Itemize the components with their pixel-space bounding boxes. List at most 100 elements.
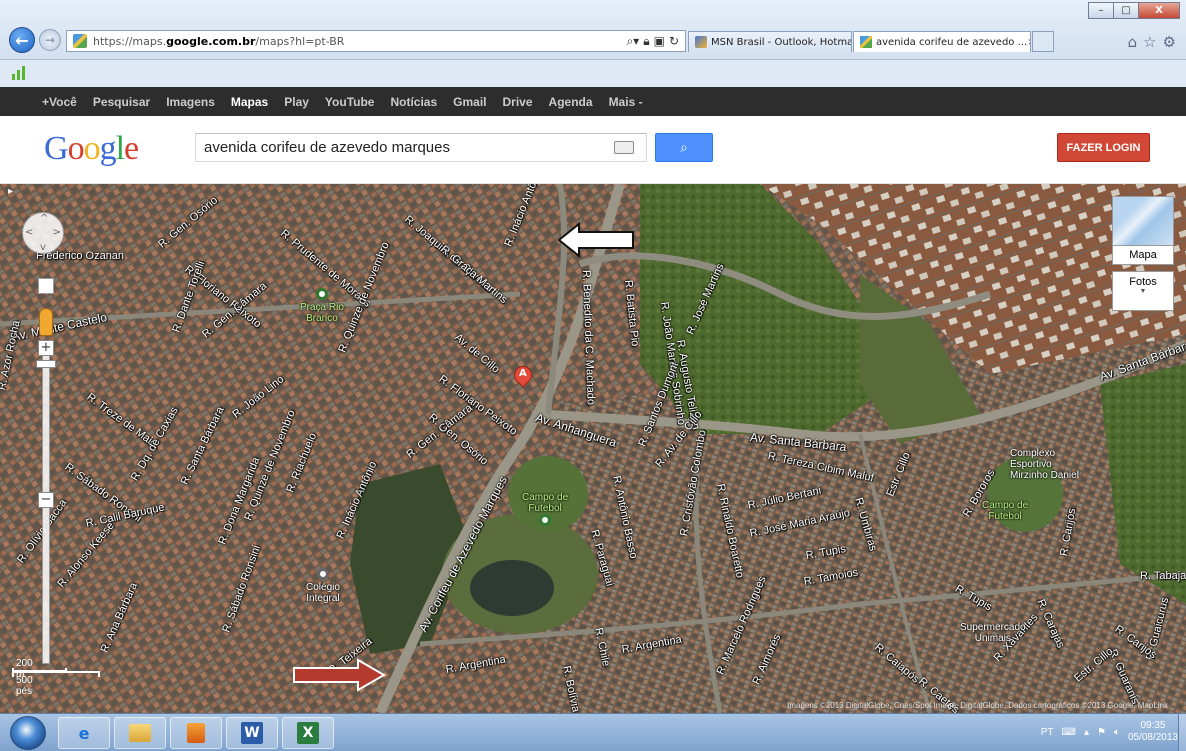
gbar-search[interactable]: Pesquisar xyxy=(92,94,151,109)
action-center-flag-icon[interactable]: ⚑ xyxy=(1096,726,1106,738)
map-copyright: Imagens ©2013 DigitalGlobe, Cnes/Spot Im… xyxy=(787,701,1168,710)
gbar-news[interactable]: Notícias xyxy=(390,94,438,109)
window-controls: – □ X xyxy=(1088,2,1180,19)
poi-supermercado-unimais[interactable]: Supermercado Unimais xyxy=(960,622,1026,644)
gbar-drive[interactable]: Drive xyxy=(502,94,533,109)
poi-label: Campo de Futebol xyxy=(982,500,1029,522)
compat-view-icon[interactable]: ▣ xyxy=(653,33,665,48)
photos-button[interactable]: Fotos▼ xyxy=(1112,271,1174,311)
chevron-down-icon: ▼ xyxy=(1139,288,1147,295)
search-dropdown-icon[interactable]: ⌕▾ xyxy=(626,33,640,48)
forward-button[interactable]: → xyxy=(39,29,61,51)
taskbar-file-explorer[interactable] xyxy=(114,717,166,749)
show-desktop-button[interactable] xyxy=(1178,714,1186,751)
signal-icon xyxy=(12,66,25,80)
word-icon: W xyxy=(241,722,263,744)
google-nav-bar: +Você Pesquisar Imagens Mapas Play YouTu… xyxy=(0,87,1186,116)
map-type-control[interactable]: Mapa Fotos▼ xyxy=(1112,196,1174,311)
red-arrow xyxy=(293,658,386,692)
gbar-maps[interactable]: Mapas xyxy=(230,94,269,109)
clock[interactable]: 09:35 05/08/2013 xyxy=(1128,720,1178,744)
browser-toolbar: – □ X ← → https://maps.google.com.br/map… xyxy=(0,0,1186,60)
photos-label: Fotos xyxy=(1129,276,1157,288)
taskbar-word[interactable]: W xyxy=(226,717,278,749)
language-indicator[interactable]: PT xyxy=(1040,726,1054,738)
street-view-target-icon[interactable] xyxy=(38,278,54,294)
taskbar-internet-explorer[interactable]: e xyxy=(58,717,110,749)
login-button[interactable]: FAZER LOGIN xyxy=(1057,133,1150,162)
marker-label: A xyxy=(519,368,527,379)
poi-label: Colégio Integral xyxy=(306,582,340,604)
gbar-more[interactable]: Mais - xyxy=(608,94,643,109)
clock-time: 09:35 xyxy=(1140,720,1166,731)
poi-label: Campo de Futebol xyxy=(522,492,569,514)
search-button[interactable]: ⌕ xyxy=(655,133,713,162)
home-icon[interactable]: ⌂ xyxy=(1127,33,1138,51)
address-bar[interactable]: https://maps.google.com.br/maps?hl=pt-BR… xyxy=(66,30,686,52)
satellite-imagery xyxy=(0,184,1186,713)
satellite-map[interactable]: ▸ Frederico Ozanan R. Floriano Peixoto R… xyxy=(0,184,1186,713)
tab-google-maps[interactable]: avenida corifeu de azevedo ... × xyxy=(853,31,1031,52)
maximize-button[interactable]: □ xyxy=(1113,2,1139,19)
tab-label: avenida corifeu de azevedo ... xyxy=(876,36,1028,48)
keyboard-icon[interactable] xyxy=(614,141,634,154)
pegman-icon[interactable] xyxy=(39,308,53,336)
address-bar-icons: ⌕▾ 🔒︎ ▣ ↻ xyxy=(626,34,679,49)
lock-icon[interactable]: 🔒︎ xyxy=(643,33,650,48)
poi-complexo-esportivo[interactable]: Complexo Esportivo Mirzinho Daniel xyxy=(1010,448,1079,481)
poi-label: Praça Rio Branco xyxy=(300,302,344,324)
settings-gear-icon[interactable]: ⚙ xyxy=(1162,33,1176,51)
poi-praca-rio-branco[interactable]: Praça Rio Branco xyxy=(300,288,344,324)
taskbar-excel[interactable]: X xyxy=(282,717,334,749)
close-tab-icon[interactable]: × xyxy=(1027,37,1030,48)
system-tray: PT ⌨ ▴ ⚑ 🔈︎ 09:35 05/08/2013 xyxy=(1041,720,1178,744)
poi-campo-futebol[interactable]: Campo de Futebol xyxy=(522,492,568,528)
park-icon xyxy=(315,288,328,300)
pan-up-icon: ^ xyxy=(40,213,49,224)
gbar-gmail[interactable]: Gmail xyxy=(453,94,487,109)
scale-metric: 200 m xyxy=(16,658,33,680)
zoom-slider-thumb[interactable] xyxy=(36,360,56,368)
gbar-images[interactable]: Imagens xyxy=(166,94,215,109)
park-icon xyxy=(539,514,552,526)
volume-icon[interactable]: 🔈︎ xyxy=(1113,726,1120,738)
back-button[interactable]: ← xyxy=(9,27,35,53)
poi-campo-futebol-2[interactable]: Campo de Futebol xyxy=(982,500,1028,522)
search-input[interactable]: avenida corifeu de azevedo marques xyxy=(195,133,647,162)
zoom-in-button[interactable]: + xyxy=(38,340,54,356)
gbar-calendar[interactable]: Agenda xyxy=(548,94,593,109)
poi-colegio-integral[interactable]: Colégio Integral xyxy=(306,568,340,604)
close-window-button[interactable]: X xyxy=(1138,2,1180,19)
show-hidden-icons-icon[interactable]: ▴ xyxy=(1083,726,1089,738)
gbar-plus[interactable]: +Você xyxy=(42,94,77,109)
pan-control[interactable]: ^ < > v xyxy=(22,212,64,254)
browser-tools: ⌂ ☆ ⚙ xyxy=(1128,33,1176,51)
excel-icon: X xyxy=(297,722,319,744)
collapse-panel-icon[interactable]: ▸ xyxy=(8,186,14,197)
media-app-icon xyxy=(187,723,205,743)
google-logo[interactable]: Google xyxy=(44,130,139,167)
folder-icon xyxy=(129,724,151,742)
pan-left-icon: < xyxy=(25,227,34,238)
refresh-icon[interactable]: ↻ xyxy=(668,33,679,48)
poi-label: Supermercado Unimais xyxy=(960,622,1026,644)
msn-favicon-icon xyxy=(695,36,707,48)
gbar-play[interactable]: Play xyxy=(284,94,309,109)
windows-taskbar: e W X PT ⌨ ▴ ⚑ 🔈︎ 09:35 05/08/2013 xyxy=(0,713,1186,751)
school-icon xyxy=(316,568,329,580)
map-type-label[interactable]: Mapa xyxy=(1112,246,1174,265)
taskbar-app[interactable] xyxy=(170,717,222,749)
start-button[interactable] xyxy=(10,716,46,750)
zoom-out-button[interactable]: − xyxy=(38,492,54,508)
tab-msn[interactable]: MSN Brasil - Outlook, Hotmail,... xyxy=(688,31,852,52)
location-marker[interactable]: A xyxy=(510,362,536,392)
new-tab-button[interactable] xyxy=(1032,31,1054,52)
favorites-star-icon[interactable]: ☆ xyxy=(1143,33,1157,51)
minimize-button[interactable]: – xyxy=(1088,2,1114,19)
url-text[interactable]: https://maps.google.com.br/maps?hl=pt-BR xyxy=(93,34,345,48)
gbar-youtube[interactable]: YouTube xyxy=(324,94,375,109)
keyboard-tray-icon[interactable]: ⌨ xyxy=(1061,726,1076,738)
map-thumbnail[interactable] xyxy=(1112,196,1174,246)
tab-label: MSN Brasil - Outlook, Hotmail,... xyxy=(711,36,852,48)
